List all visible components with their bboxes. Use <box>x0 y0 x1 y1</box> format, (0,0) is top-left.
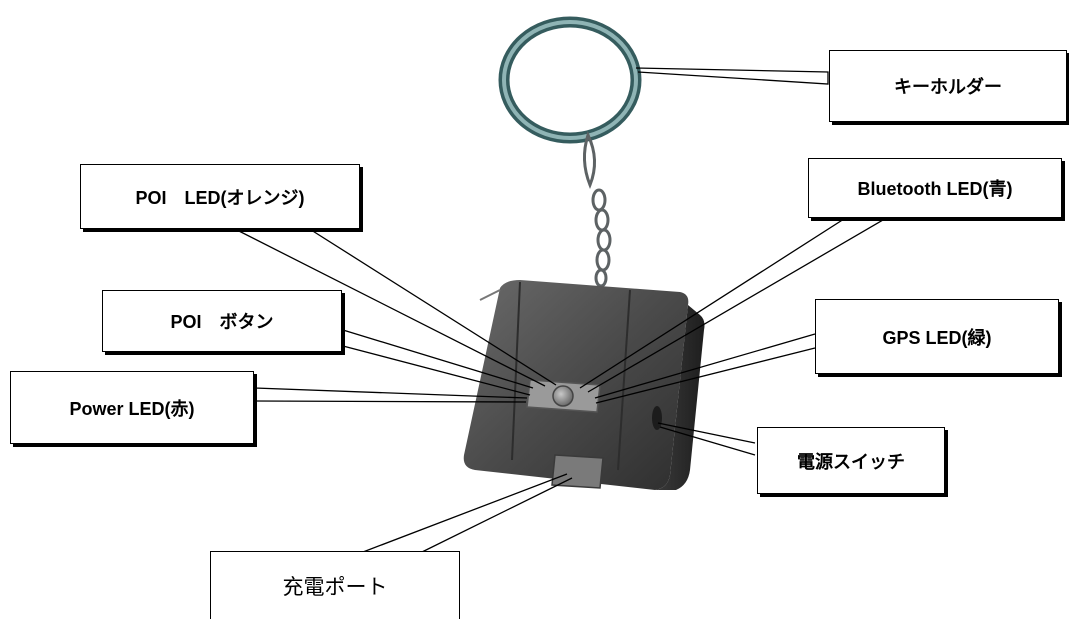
power-switch-label: 電源スイッチ <box>797 451 905 472</box>
leader-lines <box>232 67 901 553</box>
callout-charge-port: 充電ポート <box>210 551 460 619</box>
keyholder-label: キーホルダー <box>894 77 1002 97</box>
key-chain <box>583 130 612 288</box>
poi-button-label: POI ボタン <box>170 312 274 332</box>
callout-poi-led: POI LED(オレンジ) <box>80 164 360 229</box>
power-led-label: Power LED(赤) <box>69 398 195 419</box>
callout-gps-led: GPS LED(緑) <box>815 299 1059 374</box>
callout-bluetooth-led: Bluetooth LED(青) <box>808 158 1062 218</box>
callout-power-switch: 電源スイッチ <box>757 427 945 494</box>
gps-led-label: GPS LED(緑) <box>882 327 992 348</box>
bluetooth-led-label: Bluetooth LED(青) <box>857 179 1013 199</box>
callout-power-led: Power LED(赤) <box>10 371 254 444</box>
poi-led-label: POI LED(オレンジ) <box>135 187 305 208</box>
key-ring <box>498 16 642 144</box>
callout-poi-button: POI ボタン <box>102 290 342 352</box>
callout-keyholder: キーホルダー <box>829 50 1067 122</box>
charge-port-label: 充電ポート <box>282 574 388 599</box>
gps-logger-device <box>463 280 705 490</box>
